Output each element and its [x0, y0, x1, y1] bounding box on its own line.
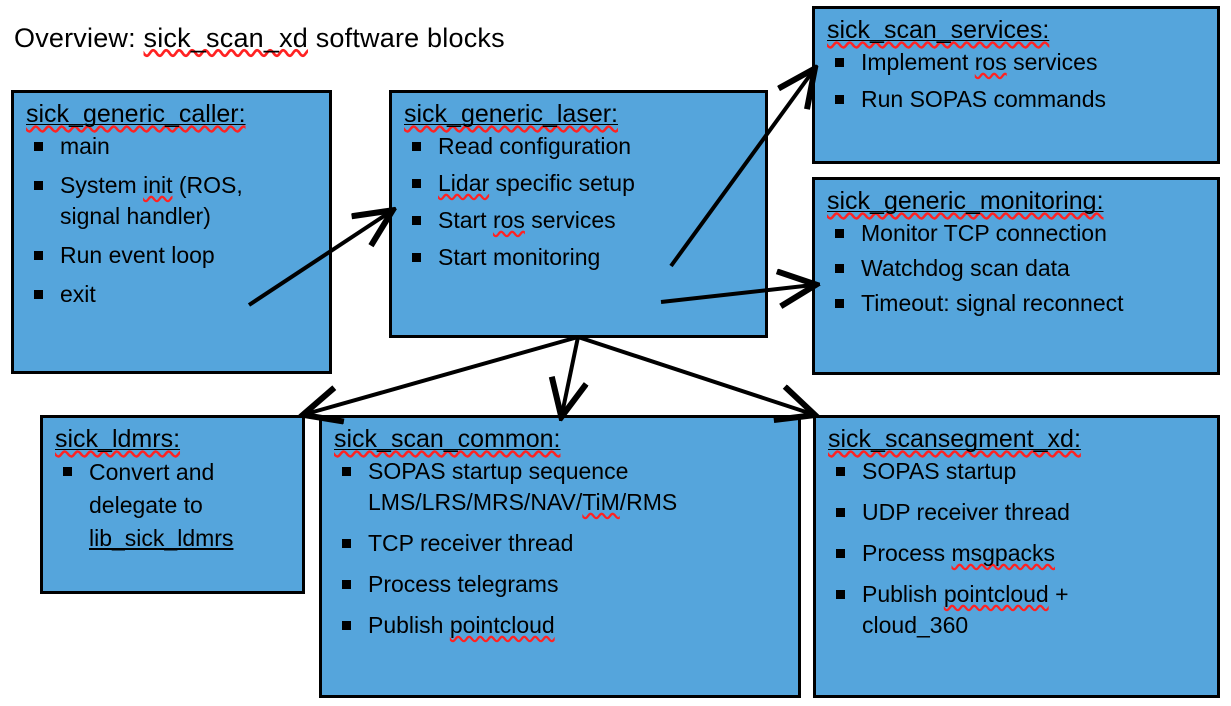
bullet-square-icon	[342, 621, 351, 630]
title-highlight: sick_scan_xd	[143, 23, 309, 53]
title-suffix: software blocks	[308, 23, 505, 53]
block-sick-generic-laser[interactable]: sick_generic_laser: Read configuration L…	[389, 90, 768, 338]
block-header: sick_scansegment_xd:	[828, 425, 1081, 453]
block-sick-scansegment-xd[interactable]: sick_scansegment_xd: SOPAS startup UDP r…	[813, 415, 1220, 698]
bullet-square-icon	[63, 467, 72, 476]
bullet-square-icon	[836, 590, 845, 599]
list-item: Implement ros services	[833, 47, 1211, 78]
title-prefix: Overview:	[14, 23, 144, 53]
block-header: sick_scan_common:	[334, 425, 561, 453]
bullet-square-icon	[835, 299, 844, 308]
page-title: Overview: sick_scan_xd software blocks	[14, 22, 505, 54]
list-item: Monitor TCP connection	[833, 218, 1211, 249]
list-item: Process msgpacks	[834, 538, 1211, 569]
bullet-square-icon	[412, 253, 421, 262]
block-header: sick_generic_caller:	[26, 100, 246, 128]
bullet-square-icon	[836, 467, 845, 476]
bullet-square-icon	[412, 179, 421, 188]
connector-laser-to-scansegment	[577, 335, 812, 414]
list-item: Run event loop	[32, 240, 323, 271]
bullet-square-icon	[34, 290, 43, 299]
list-item: Publish pointcloud	[340, 610, 792, 641]
bullet-square-icon	[34, 251, 43, 260]
bullet-square-icon	[835, 58, 844, 67]
block-bullet-list: Read configuration Lidar specific setup …	[392, 131, 765, 273]
connector-laser-to-ldmrs	[306, 335, 579, 414]
block-header: sick_generic_monitoring:	[827, 187, 1104, 215]
list-item: Run SOPAS commands	[833, 84, 1211, 115]
block-bullet-list: SOPAS startup UDP receiver thread Proces…	[816, 456, 1217, 641]
bullet-square-icon	[34, 181, 43, 190]
list-item: Start monitoring	[410, 242, 759, 273]
list-item: Read configuration	[410, 131, 759, 162]
bullet-square-icon	[342, 539, 351, 548]
list-item: UDP receiver thread	[834, 497, 1211, 528]
block-header: sick_ldmrs:	[55, 425, 181, 453]
bullet-square-icon	[835, 264, 844, 273]
block-header: sick_generic_laser:	[404, 100, 618, 128]
bullet-square-icon	[835, 229, 844, 238]
bullet-square-icon	[836, 549, 845, 558]
block-sick-scan-common[interactable]: sick_scan_common: SOPAS startup sequence…	[319, 415, 801, 698]
block-header: sick_scan_services:	[827, 16, 1050, 44]
block-sick-generic-caller[interactable]: sick_generic_caller: main System init (R…	[11, 90, 332, 374]
list-item: System init (ROS,signal handler)	[32, 170, 323, 232]
list-item: Timeout: signal reconnect	[833, 288, 1211, 319]
list-item: Start ros services	[410, 205, 759, 236]
list-item: Publish pointcloud +cloud_360	[834, 579, 1211, 641]
block-bullet-list: Implement ros services Run SOPAS command…	[815, 47, 1217, 115]
list-item: Lidar specific setup	[410, 168, 759, 199]
list-item: exit	[32, 279, 323, 310]
bullet-square-icon	[836, 508, 845, 517]
list-item: SOPAS startup	[834, 456, 1211, 487]
bullet-square-icon	[412, 216, 421, 225]
list-item: Watchdog scan data	[833, 253, 1211, 284]
bullet-square-icon	[342, 467, 351, 476]
bullet-square-icon	[34, 142, 43, 151]
bullet-square-icon	[835, 95, 844, 104]
block-sick-generic-monitoring[interactable]: sick_generic_monitoring: Monitor TCP con…	[812, 177, 1220, 375]
list-item: TCP receiver thread	[340, 528, 792, 559]
bullet-square-icon	[342, 580, 351, 589]
block-bullet-list: Monitor TCP connection Watchdog scan dat…	[815, 218, 1217, 319]
block-bullet-list: main System init (ROS,signal handler) Ru…	[14, 131, 329, 310]
list-item: Process telegrams	[340, 569, 792, 600]
connector-laser-to-common	[562, 336, 578, 414]
list-item: main	[32, 131, 323, 162]
block-sick-scan-services[interactable]: sick_scan_services: Implement ros servic…	[812, 6, 1220, 164]
bullet-square-icon	[412, 142, 421, 151]
